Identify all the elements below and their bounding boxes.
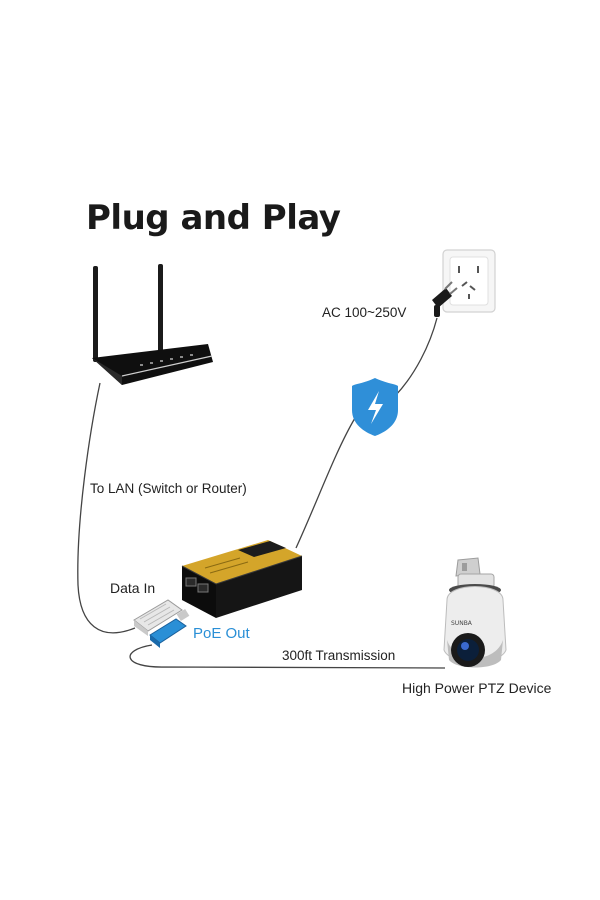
cables: [77, 317, 446, 669]
poe-injector-icon: [181, 540, 303, 618]
ptz-camera-icon: SUNBA: [443, 557, 507, 668]
injector-power-cable: [295, 417, 356, 549]
ethernet-plug-poe-out-icon: [149, 608, 190, 648]
page-title: Plug and Play: [86, 198, 341, 238]
router-icon: [92, 264, 213, 385]
power-plug-icon: [432, 281, 458, 317]
ethernet-plug-data-in-icon: [133, 599, 183, 636]
poe-out-label: PoE Out: [193, 625, 250, 642]
ac-cable: [394, 317, 438, 397]
wall-socket-icon: [442, 249, 496, 313]
ac-voltage-label: AC 100~250V: [322, 305, 407, 320]
svg-text:SUNBA: SUNBA: [451, 620, 473, 627]
lan-cable: [77, 382, 136, 634]
lan-label: To LAN (Switch or Router): [90, 481, 247, 496]
device-label: High Power PTZ Device: [402, 680, 552, 696]
poe-output-cable: [129, 644, 446, 669]
transmission-label: 300ft Transmission: [282, 648, 396, 663]
lightning-shield-icon: [352, 378, 398, 436]
data-in-label: Data In: [110, 580, 156, 596]
